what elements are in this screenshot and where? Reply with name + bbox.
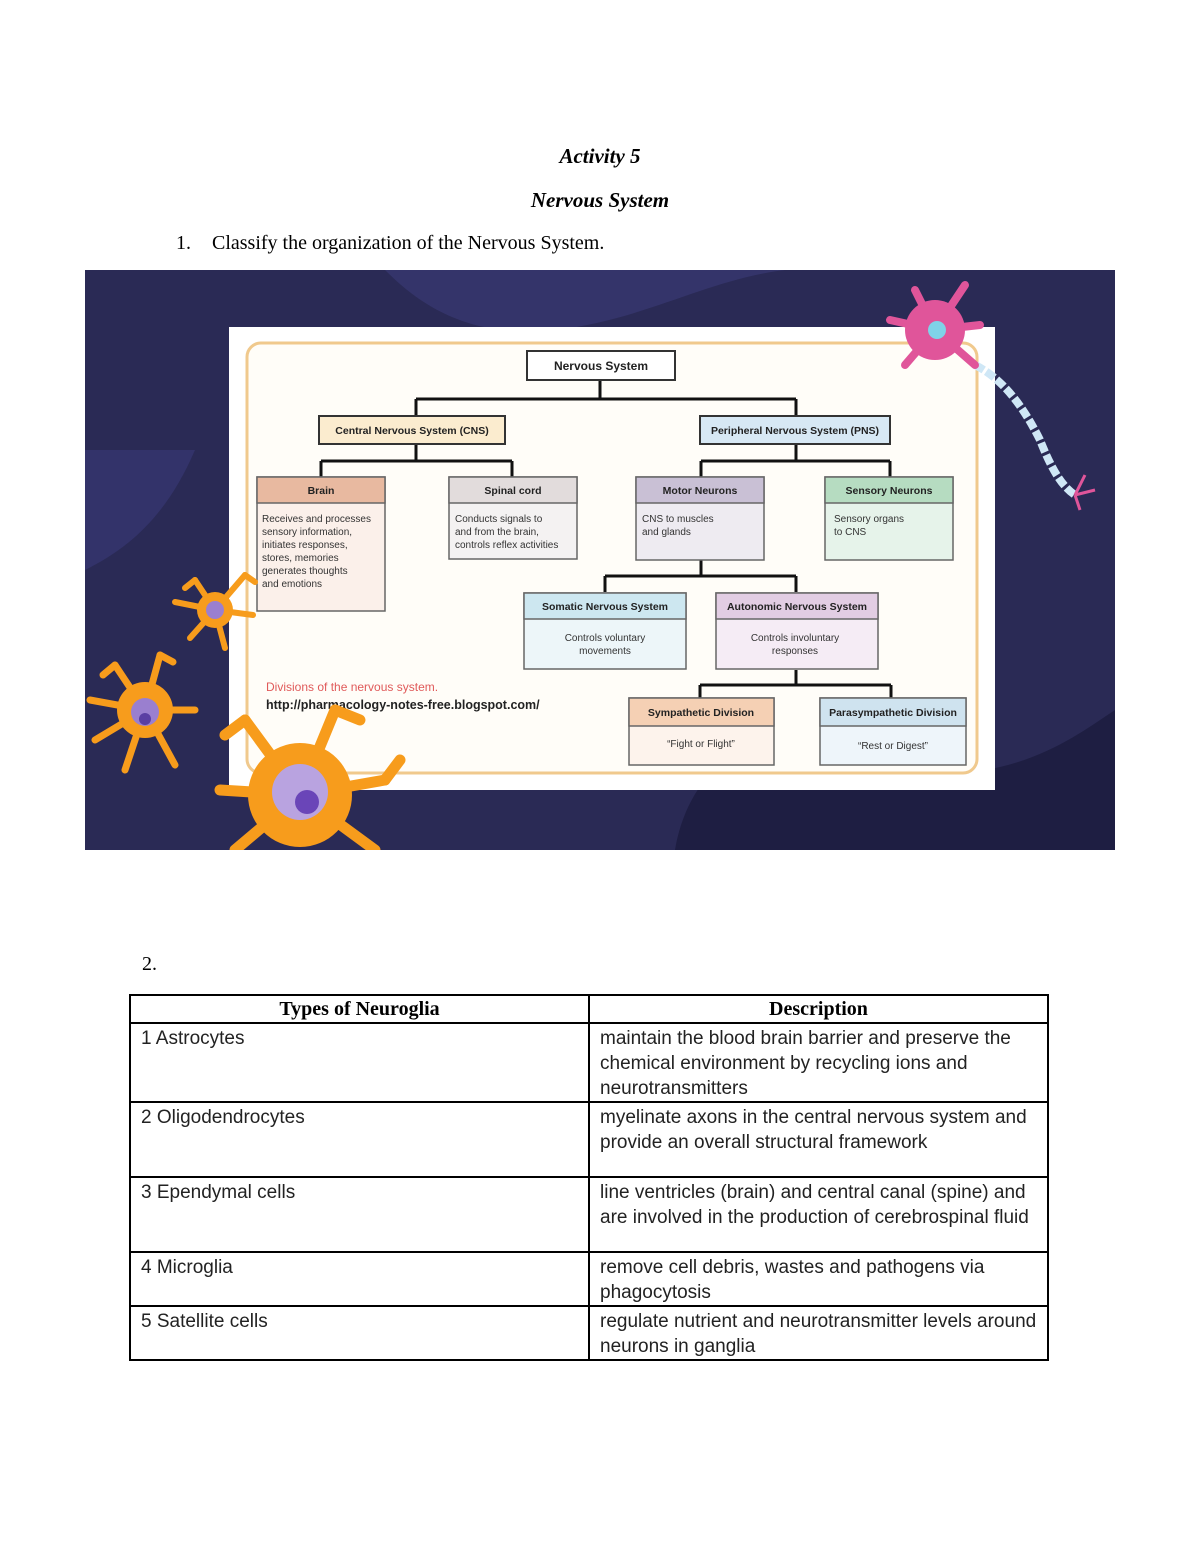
node-root (526, 350, 676, 381)
question-1: 1. Classify the organization of the Nervo… (176, 232, 604, 255)
diagram-banner: Nervous System Central Nervous System (C… (85, 270, 1115, 850)
question-1-text: Classify the organization of the Nervous… (212, 232, 605, 254)
diagram-card: Nervous System Central Nervous System (C… (229, 327, 995, 790)
node-autonomic-header (715, 592, 879, 620)
table-header-row: Types of Neuroglia Description (129, 994, 1049, 1024)
node-autonomic-desc: Controls involuntary responses (751, 633, 839, 657)
diagram-caption: Divisions of the nervous system. (266, 680, 438, 694)
neuroglia-table: Types of Neuroglia Description 1 Astrocy… (129, 994, 1049, 1361)
node-parasympathetic-title: Parasympathetic Division (829, 707, 957, 719)
diagram-connectors (319, 380, 893, 698)
brain-desc-line: Receives and processes (262, 514, 371, 525)
question-2-number: 2. (142, 953, 157, 975)
motor-desc-line: and glands (642, 527, 691, 538)
spinal-desc-line: controls reflex activities (455, 540, 558, 551)
brain-desc-line: initiates responses, (262, 540, 348, 551)
brain-desc-line: generates thoughts (262, 566, 348, 577)
neuroglia-description-cell: maintain the blood brain barrier and pre… (588, 1022, 1049, 1103)
neuroglia-type-cell: 1 Astrocytes (129, 1022, 590, 1103)
node-sympathetic-header (628, 697, 775, 727)
node-somatic-title: Somatic Nervous System (542, 601, 668, 613)
node-cns-label: Central Nervous System (CNS) (335, 425, 488, 437)
neuroglia-type-cell: 5 Satellite cells (129, 1305, 590, 1361)
node-somatic-header (523, 592, 687, 620)
table-row: 3 Ependymal cells line ventricles (brain… (129, 1176, 1049, 1253)
neuroglia-type-cell: 4 Microglia (129, 1251, 590, 1307)
node-cns (318, 415, 506, 445)
node-parasympathetic-desc: “Rest or Digest” (858, 741, 928, 752)
diagram-source-url: http://pharmacology-notes-free.blogspot.… (266, 698, 540, 712)
node-sensory-header (824, 476, 954, 504)
node-brain-title: Brain (308, 485, 335, 497)
node-spinal-title: Spinal cord (484, 485, 541, 497)
neuroglia-description-cell: line ventricles (brain) and central cana… (588, 1176, 1049, 1253)
activity-subtitle: Nervous System (530, 188, 670, 212)
table-row: 2 Oligodendrocytes myelinate axons in th… (129, 1101, 1049, 1178)
node-pns (699, 415, 891, 445)
activity-title: Activity 5 (559, 144, 641, 168)
spinal-desc-line: and from the brain, (455, 527, 539, 538)
node-pns-label: Peripheral Nervous System (PNS) (711, 425, 879, 437)
neuroglia-type-cell: 2 Oligodendrocytes (129, 1101, 590, 1178)
brain-desc-line: sensory information, (262, 527, 352, 538)
node-sensory-desc: Sensory organs to CNS (834, 514, 904, 538)
motor-desc-line: CNS to muscles (642, 514, 714, 525)
node-brain-header (256, 476, 386, 504)
column-header-type: Types of Neuroglia (129, 994, 590, 1024)
autonomic-desc-line: responses (772, 646, 818, 657)
neuroglia-description-cell: regulate nutrient and neurotransmitter l… (588, 1305, 1049, 1361)
table-row: 1 Astrocytes maintain the blood brain ba… (129, 1022, 1049, 1103)
neuroglia-description-cell: myelinate axons in the central nervous s… (588, 1101, 1049, 1178)
node-motor-title: Motor Neurons (663, 485, 738, 497)
node-somatic-desc: Controls voluntary movements (565, 633, 646, 657)
sensory-desc-line: Sensory organs (834, 514, 904, 525)
brain-desc-line: and emotions (262, 579, 322, 590)
spinal-desc-line: Conducts signals to (455, 514, 543, 525)
banner-blob-left (85, 450, 195, 570)
somatic-desc-line: movements (579, 646, 631, 657)
neuroglia-type-cell: 3 Ependymal cells (129, 1176, 590, 1253)
node-parasympathetic-header (819, 697, 967, 727)
node-autonomic-title: Autonomic Nervous System (727, 601, 867, 613)
table-row: 4 Microglia remove cell debris, wastes a… (129, 1251, 1049, 1307)
autonomic-desc-line: Controls involuntary (751, 633, 839, 644)
node-root-label: Nervous System (554, 359, 648, 373)
table-row: 5 Satellite cells regulate nutrient and … (129, 1305, 1049, 1361)
node-brain-desc: Receives and processes sensory informati… (262, 514, 371, 590)
column-header-description: Description (588, 994, 1049, 1024)
brain-desc-line: stores, memories (262, 553, 339, 564)
sensory-desc-line: to CNS (834, 527, 867, 538)
neuroglia-description-cell: remove cell debris, wastes and pathogens… (588, 1251, 1049, 1307)
node-sympathetic-title: Sympathetic Division (648, 707, 754, 719)
question-1-number: 1. (176, 232, 191, 254)
node-motor-desc: CNS to muscles and glands (642, 514, 714, 538)
node-sympathetic-desc: “Fight or Flight” (667, 739, 735, 750)
node-spinal-header (448, 476, 578, 504)
node-spinal-desc: Conducts signals to and from the brain, … (455, 514, 558, 551)
node-sensory-title: Sensory Neurons (846, 485, 933, 497)
node-motor-header (635, 476, 765, 504)
somatic-desc-line: Controls voluntary (565, 633, 646, 644)
nervous-system-diagram: Nervous System Central Nervous System (C… (245, 341, 979, 775)
banner-blob-top (85, 270, 785, 332)
